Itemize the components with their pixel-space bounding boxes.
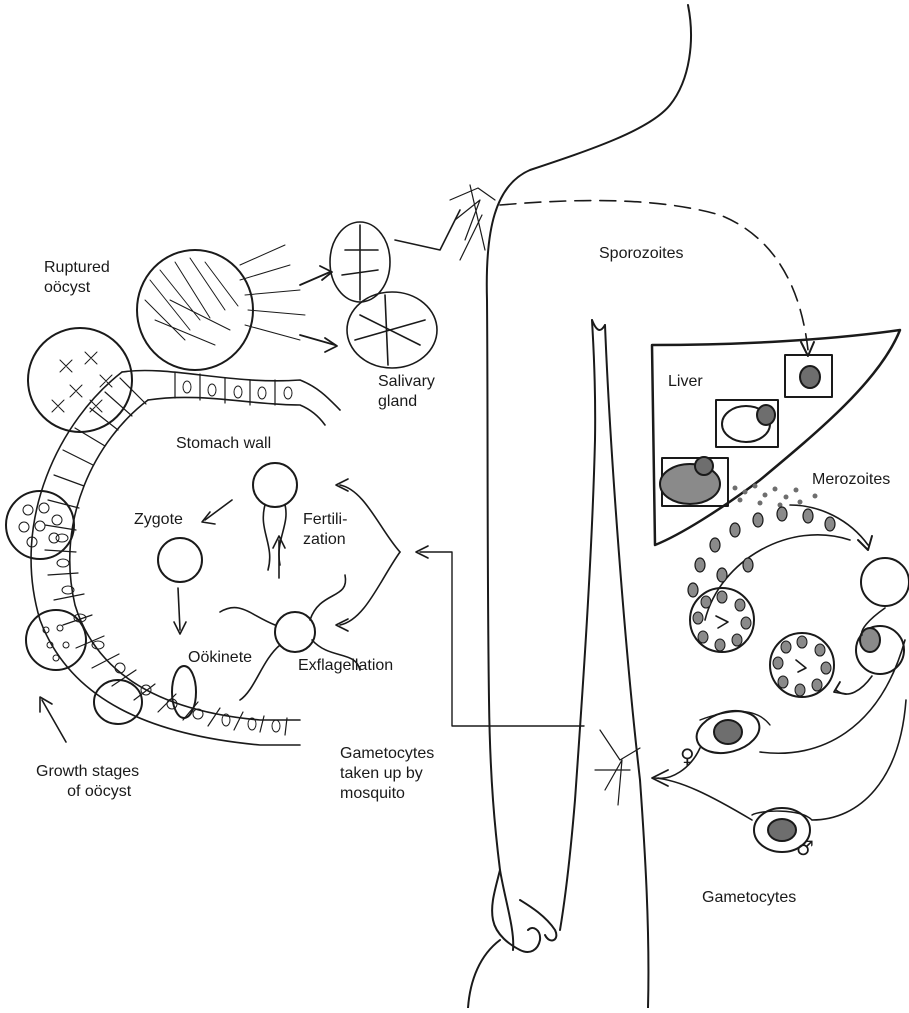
cycle-arrow-2 bbox=[836, 676, 872, 694]
liver-cell-3-nucleus bbox=[695, 457, 713, 475]
label-exflagellation: Exflagellation bbox=[298, 656, 393, 676]
exflagellating-cell bbox=[275, 612, 315, 652]
salivary-arrow-2 bbox=[300, 335, 335, 345]
label-ookinete: Oökinete bbox=[188, 648, 252, 668]
schizont-2-merozoites bbox=[693, 591, 751, 651]
male-gametocyte-nucleus bbox=[768, 819, 796, 841]
gametocyte-arrow bbox=[655, 778, 752, 820]
ookinete-arrow bbox=[178, 588, 180, 630]
female-gametocyte-nucleus bbox=[714, 720, 742, 744]
label-stomach-wall: Stomach wall bbox=[176, 434, 271, 454]
salivary-gland bbox=[330, 210, 460, 368]
mosquito-bite-arm bbox=[595, 730, 640, 805]
mosquito-stomach-wall bbox=[31, 370, 340, 745]
growth-stages-arrow bbox=[42, 700, 66, 742]
ruptured-oocyst-sporozoites bbox=[145, 245, 305, 345]
label-gametocytes-taken-up: Gametocytes taken up by mosquito bbox=[340, 744, 434, 804]
label-zygote: Zygote bbox=[134, 510, 183, 530]
label-gametocytes: Gametocytes bbox=[702, 888, 796, 908]
merozoite-arrowhead bbox=[858, 536, 872, 550]
oocyst-young bbox=[94, 680, 142, 724]
label-liver: Liver bbox=[668, 372, 703, 392]
oocyst-mature-stars bbox=[52, 352, 112, 412]
salivary-arrow-1 bbox=[300, 272, 330, 285]
flagella bbox=[220, 575, 360, 700]
schizont-1-merozoites bbox=[773, 636, 831, 696]
liver-cell-1-nucleus bbox=[800, 366, 820, 388]
label-ruptured-oocyst: Ruptured oöcyst bbox=[44, 258, 110, 298]
oocyst-growing-1-cells bbox=[19, 503, 62, 547]
male-symbol: ♂ bbox=[796, 838, 814, 858]
merozoite-ring bbox=[688, 507, 835, 597]
liver-cell-2-nucleus bbox=[757, 405, 775, 425]
zygote-cell bbox=[158, 538, 202, 582]
label-salivary-gland: Salivary gland bbox=[378, 372, 435, 412]
microgamete-cell bbox=[253, 463, 297, 507]
label-growth-stages: Growth stages of oöcyst bbox=[36, 762, 139, 802]
merozoite-spray bbox=[733, 484, 818, 508]
label-merozoites: Merozoites bbox=[812, 470, 890, 490]
uptake-line bbox=[420, 552, 584, 726]
female-symbol: ♀ bbox=[680, 746, 695, 766]
label-fertilization: Fertili- zation bbox=[303, 510, 347, 550]
oocyst-growing-1 bbox=[6, 491, 74, 559]
liver-outline bbox=[652, 330, 900, 545]
red-blood-cell bbox=[861, 558, 909, 606]
human-body-outline bbox=[468, 5, 691, 1008]
ookinete-cell bbox=[172, 666, 196, 718]
label-sporozoites: Sporozoites bbox=[599, 244, 684, 264]
ring-stage-parasite bbox=[860, 628, 880, 652]
sporozoite-path bbox=[500, 201, 808, 350]
oocyst-growing-2-dots bbox=[43, 625, 69, 661]
zygote-arrow bbox=[205, 500, 232, 520]
